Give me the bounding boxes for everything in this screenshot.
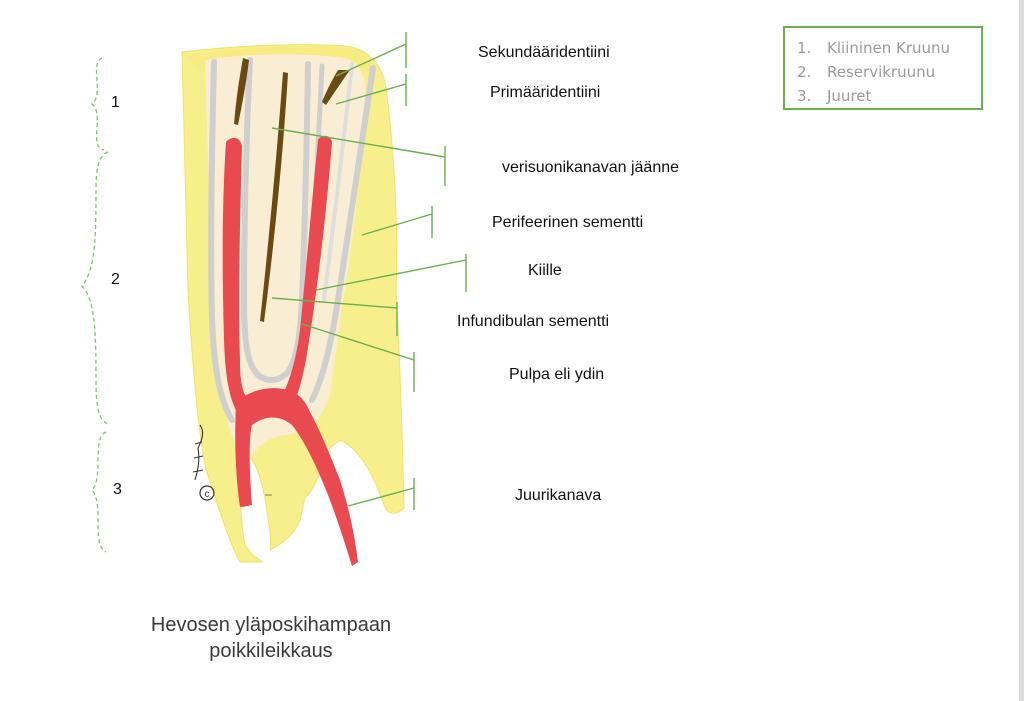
label-infundibular-cementum: Infundibulan sementti [457,313,609,331]
legend-box: 1.Kliininen Kruunu 2.Reservikruunu 3.Juu… [783,26,983,110]
legend-number: 1. [797,36,827,60]
legend-item: 1.Kliininen Kruunu [797,36,981,60]
label-primary-dentin: Primääridentiini [490,84,600,102]
caption-line-2: poikkileikkaus [140,638,402,664]
legend-item: 3.Juuret [797,84,981,108]
label-root-canal: Juurikanava [515,487,601,505]
label-pulp: Pulpa eli ydin [509,366,604,384]
bracket-3 [92,432,106,552]
label-peripheral-cementum: Perifeerinen sementti [492,214,643,232]
section-number-3: 3 [113,481,122,499]
right-edge-border [1019,0,1024,701]
label-enamel: Kiille [528,262,562,280]
legend-number: 2. [797,60,827,84]
label-vessel-canal-remnant: verisuonikanavan jäänne [502,159,679,177]
bracket-2 [82,152,108,424]
bracket-1 [92,58,104,150]
legend-text: Kliininen Kruunu [827,39,950,57]
diagram-caption: Hevosen yläposkihampaan poikkileikkaus [140,612,402,664]
legend-number: 3. [797,84,827,108]
copyright-c: c [205,489,210,500]
caption-line-1: Hevosen yläposkihampaan [140,612,402,638]
legend-text: Reservikruunu [827,63,935,81]
legend-text: Juuret [827,87,871,105]
section-number-2: 2 [111,271,120,289]
legend-item: 2.Reservikruunu [797,60,981,84]
label-secondary-dentin: Sekundääridentiini [478,44,610,62]
section-number-1: 1 [111,94,120,112]
